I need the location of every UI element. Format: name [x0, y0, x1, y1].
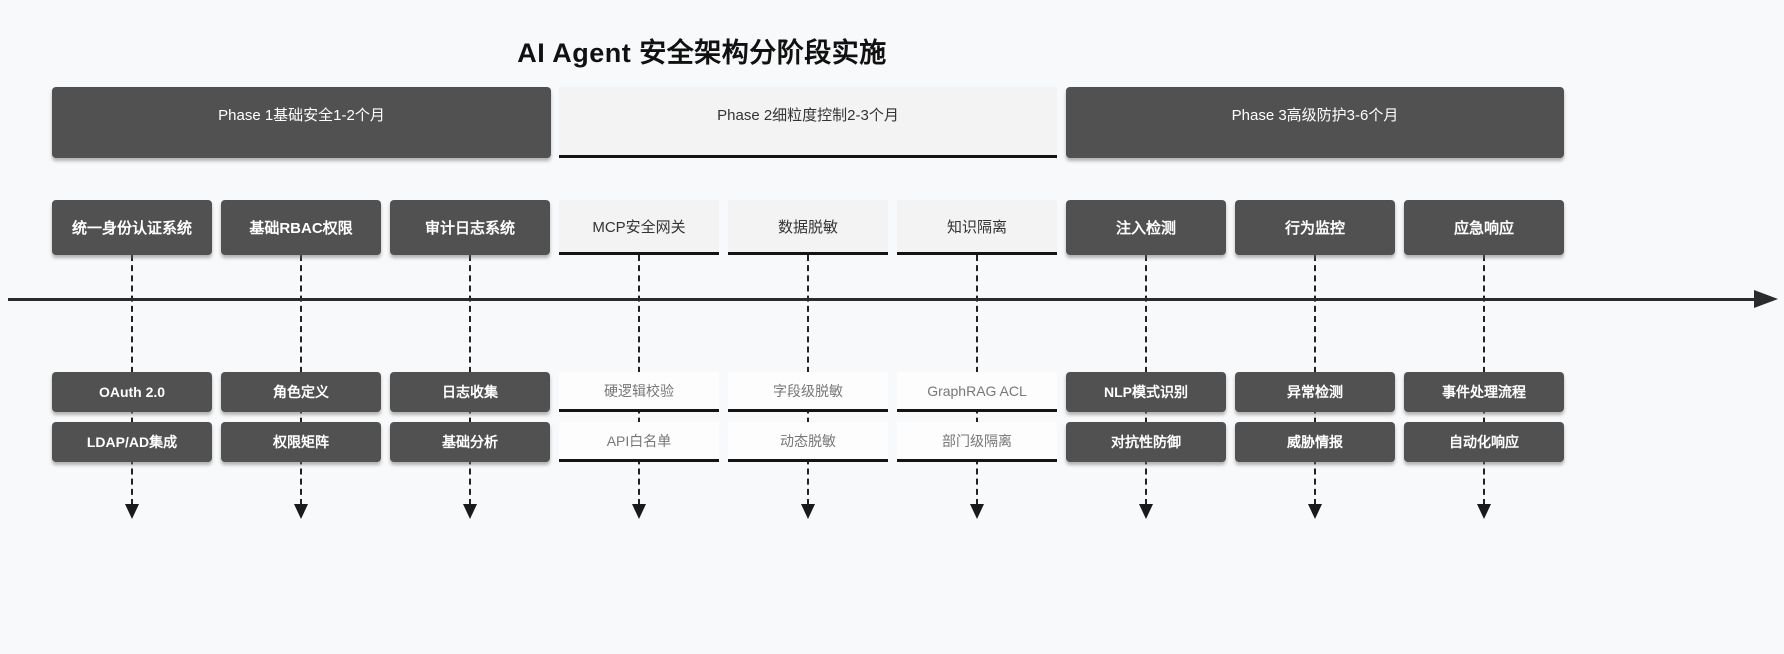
item-box: 知识隔离 — [897, 200, 1057, 255]
connector-arrowhead-icon — [1139, 504, 1153, 519]
sub-box: NLP模式识别 — [1066, 372, 1226, 412]
timeline-arrowhead-icon — [1754, 290, 1778, 308]
phase-header-1: Phase 1基础安全1-2个月 — [52, 87, 551, 158]
sub-box: 异常检测 — [1235, 372, 1395, 412]
sub-box: 日志收集 — [390, 372, 550, 412]
sub-box: 动态脱敏 — [728, 422, 888, 462]
sub-box: 字段级脱敏 — [728, 372, 888, 412]
connector-arrowhead-icon — [970, 504, 984, 519]
sub-box: API白名单 — [559, 422, 719, 462]
item-box: MCP安全网关 — [559, 200, 719, 255]
connector-arrowhead-icon — [1308, 504, 1322, 519]
connector-arrowhead-icon — [1477, 504, 1491, 519]
connector-arrowhead-icon — [801, 504, 815, 519]
sub-box: 自动化响应 — [1404, 422, 1564, 462]
connector-arrowhead-icon — [294, 504, 308, 519]
item-box: 基础RBAC权限 — [221, 200, 381, 255]
item-box: 注入检测 — [1066, 200, 1226, 255]
item-box: 数据脱敏 — [728, 200, 888, 255]
item-box: 统一身份认证系统 — [52, 200, 212, 255]
sub-box: 威胁情报 — [1235, 422, 1395, 462]
connector-arrowhead-icon — [463, 504, 477, 519]
item-box: 行为监控 — [1235, 200, 1395, 255]
phase-header-2: Phase 2细粒度控制2-3个月 — [559, 87, 1057, 158]
phase-header-3: Phase 3高级防护3-6个月 — [1066, 87, 1564, 158]
sub-box: 硬逻辑校验 — [559, 372, 719, 412]
connector-arrowhead-icon — [632, 504, 646, 519]
diagram-title: AI Agent 安全架构分阶段实施 — [517, 38, 887, 68]
item-box: 审计日志系统 — [390, 200, 550, 255]
sub-box: 事件处理流程 — [1404, 372, 1564, 412]
sub-box: OAuth 2.0 — [52, 372, 212, 412]
connector-arrowhead-icon — [125, 504, 139, 519]
sub-box: 对抗性防御 — [1066, 422, 1226, 462]
sub-box: 部门级隔离 — [897, 422, 1057, 462]
sub-box: LDAP/AD集成 — [52, 422, 212, 462]
item-box: 应急响应 — [1404, 200, 1564, 255]
sub-box: 权限矩阵 — [221, 422, 381, 462]
timeline-axis — [8, 298, 1756, 301]
sub-box: GraphRAG ACL — [897, 372, 1057, 412]
sub-box: 角色定义 — [221, 372, 381, 412]
sub-box: 基础分析 — [390, 422, 550, 462]
